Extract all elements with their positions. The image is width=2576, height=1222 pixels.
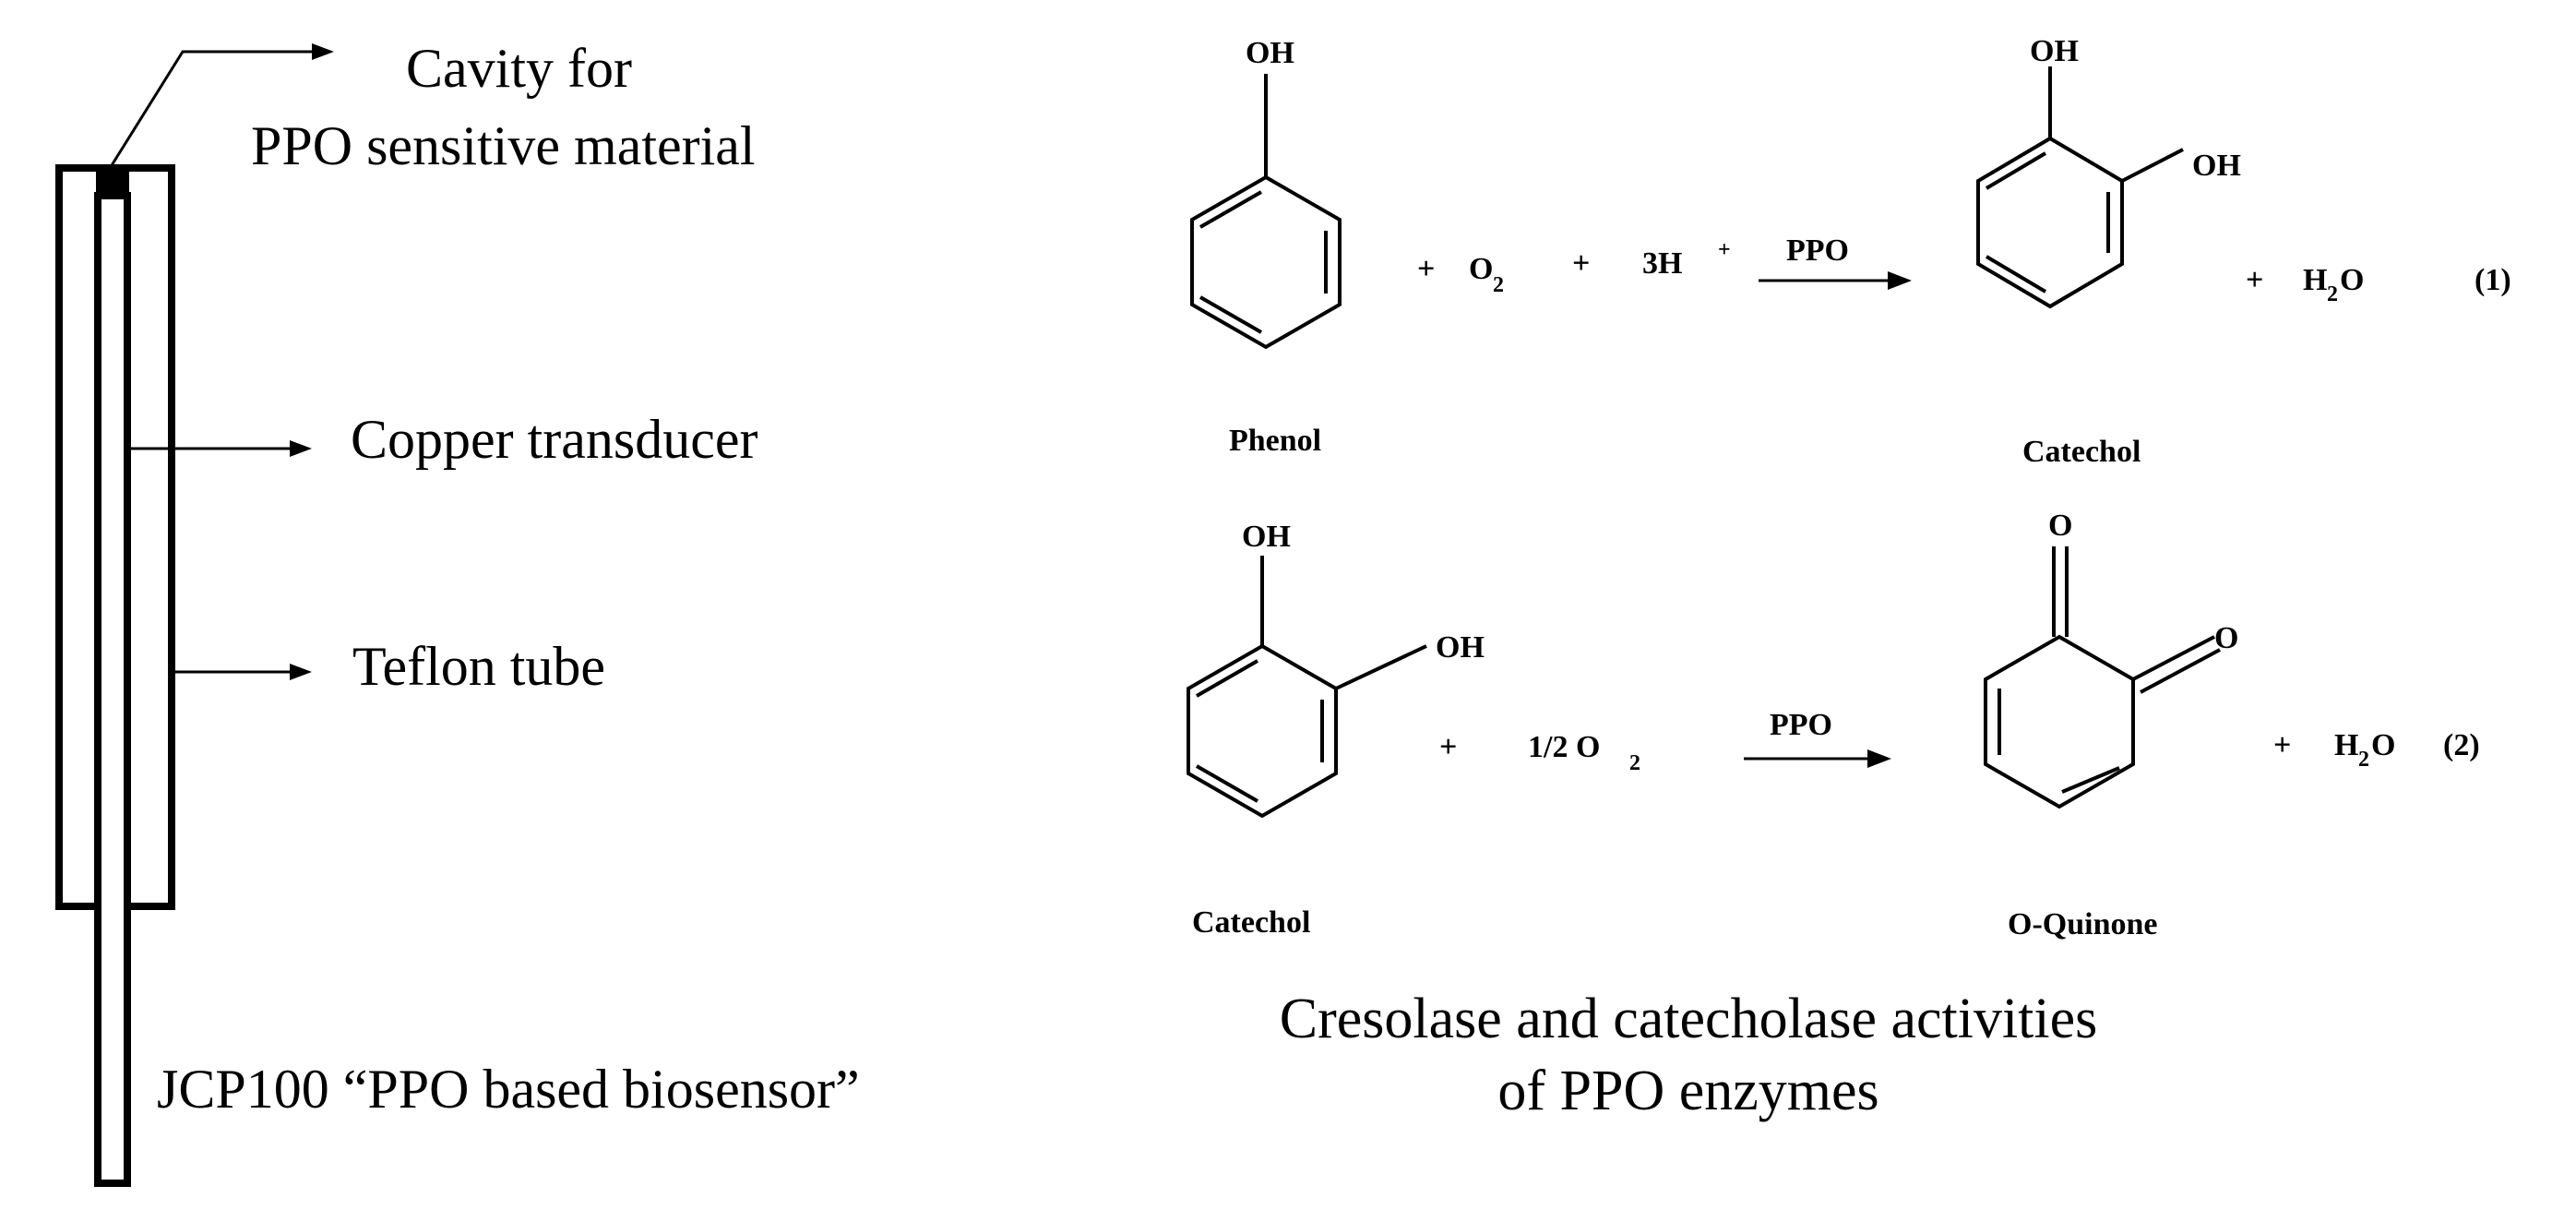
sensitive-material-cavity xyxy=(96,168,129,199)
r2-plus-1: + xyxy=(1439,730,1457,764)
r1-plus-3: + xyxy=(2246,263,2263,297)
r2-equation-number: (2) xyxy=(2443,728,2480,762)
catechol-reactant-ring xyxy=(1187,643,1338,819)
cavity-label-line2: PPO sensitive material xyxy=(251,115,756,176)
catechol-product-inner-bond-3 xyxy=(1985,151,2047,190)
r1-plus-2: + xyxy=(1572,246,1590,281)
r1-water-h: H xyxy=(2303,263,2327,297)
r1-protons-superscript: + xyxy=(1718,238,1731,262)
r1-protons: 3H xyxy=(1642,246,1682,281)
r1-plus-1: + xyxy=(1417,252,1435,286)
r2-water-o: O xyxy=(2371,728,2395,762)
reaction-1: OH Phenol + O 2 + 3H + PPO OH OH Catecho… xyxy=(1190,34,2511,469)
quinone-carbonyl-2a xyxy=(2132,635,2215,681)
caption-line1: Cresolase and catecholase activities xyxy=(1280,988,2098,1050)
phenol-name: Phenol xyxy=(1229,424,1321,458)
quinone-oxygen-label-2: O xyxy=(2214,621,2238,655)
catechol-reactant-name: Catechol xyxy=(1192,905,1310,940)
catechol-product-inner-bond-2 xyxy=(1985,255,2047,294)
r1-oxygen-subscript: 2 xyxy=(1493,273,1504,297)
cavity-arrowhead xyxy=(312,43,334,60)
phenol-structure xyxy=(1190,74,1342,350)
teflon-arrowhead xyxy=(290,664,312,680)
catechol-product-structure xyxy=(1976,66,2184,309)
catechol-product-ring xyxy=(1976,136,2124,309)
r1-enzyme-label: PPO xyxy=(1786,234,1849,268)
r2-water-subscript: 2 xyxy=(2358,748,2369,772)
callout-arrowheads xyxy=(290,43,334,680)
r2-reaction-arrowhead xyxy=(1867,749,1891,768)
phenol-oh-label: OH xyxy=(1246,36,1294,70)
copper-arrowhead xyxy=(290,440,312,457)
copper-transducer-label: Copper transducer xyxy=(351,409,758,470)
r1-water-o: O xyxy=(2340,263,2364,297)
quinone-oxygen-label-1: O xyxy=(2048,509,2072,543)
r2-oxygen: 1/2 O xyxy=(1528,730,1600,764)
r1-oxygen: O xyxy=(1469,252,1493,286)
r1-reaction-arrowhead xyxy=(1888,271,1912,290)
quinone-name: O-Quinone xyxy=(2008,907,2157,941)
catechol-product-name: Catechol xyxy=(2022,435,2141,469)
r2-enzyme-label: PPO xyxy=(1770,708,1832,742)
phenol-inner-bond-3 xyxy=(1199,190,1262,229)
catechol-reactant-oh-label-2: OH xyxy=(1436,630,1485,665)
r1-water-subscript: 2 xyxy=(2327,282,2338,306)
quinone-carbonyl-2b xyxy=(2140,648,2221,694)
biosensor-device xyxy=(55,164,175,1187)
catechol-product-oh-bond-2 xyxy=(2121,148,2184,183)
catechol-product-oh-label-1: OH xyxy=(2030,34,2079,68)
r2-oxygen-subscript: 2 xyxy=(1629,751,1640,775)
caption-line2: of PPO enzymes xyxy=(1497,1060,1878,1122)
catechol-reactant-inner-bond-3 xyxy=(1196,659,1258,698)
cavity-label-line1: Cavity for xyxy=(406,38,632,99)
catechol-product-oh-label-2: OH xyxy=(2192,149,2241,183)
catechol-reactant-inner-bond-2 xyxy=(1196,764,1258,803)
teflon-tube-label: Teflon tube xyxy=(352,636,605,697)
device-name-label: JCP100 “PPO based biosensor” xyxy=(157,1059,860,1120)
cavity-leader-line xyxy=(107,50,317,171)
quinone-structure xyxy=(1984,546,2221,809)
quinone-ring xyxy=(1984,634,2135,809)
quinone-inner-bond-1 xyxy=(2061,766,2120,794)
r2-plus-2: + xyxy=(2273,728,2291,762)
phenol-ring xyxy=(1190,174,1342,350)
catechol-reactant-structure xyxy=(1187,556,1427,819)
catechol-reactant-oh-bond-2 xyxy=(1335,644,1427,690)
r2-water-h: H xyxy=(2334,728,2358,762)
phenol-inner-bond-2 xyxy=(1199,295,1262,334)
r1-equation-number: (1) xyxy=(2475,263,2511,297)
callout-arrows xyxy=(107,50,317,674)
copper-transducer-rod xyxy=(94,192,131,1187)
catechol-reactant-oh-label-1: OH xyxy=(1242,520,1291,554)
reaction-2: OH OH Catechol + 1/2 O 2 PPO O O O-Quino… xyxy=(1187,509,2480,941)
